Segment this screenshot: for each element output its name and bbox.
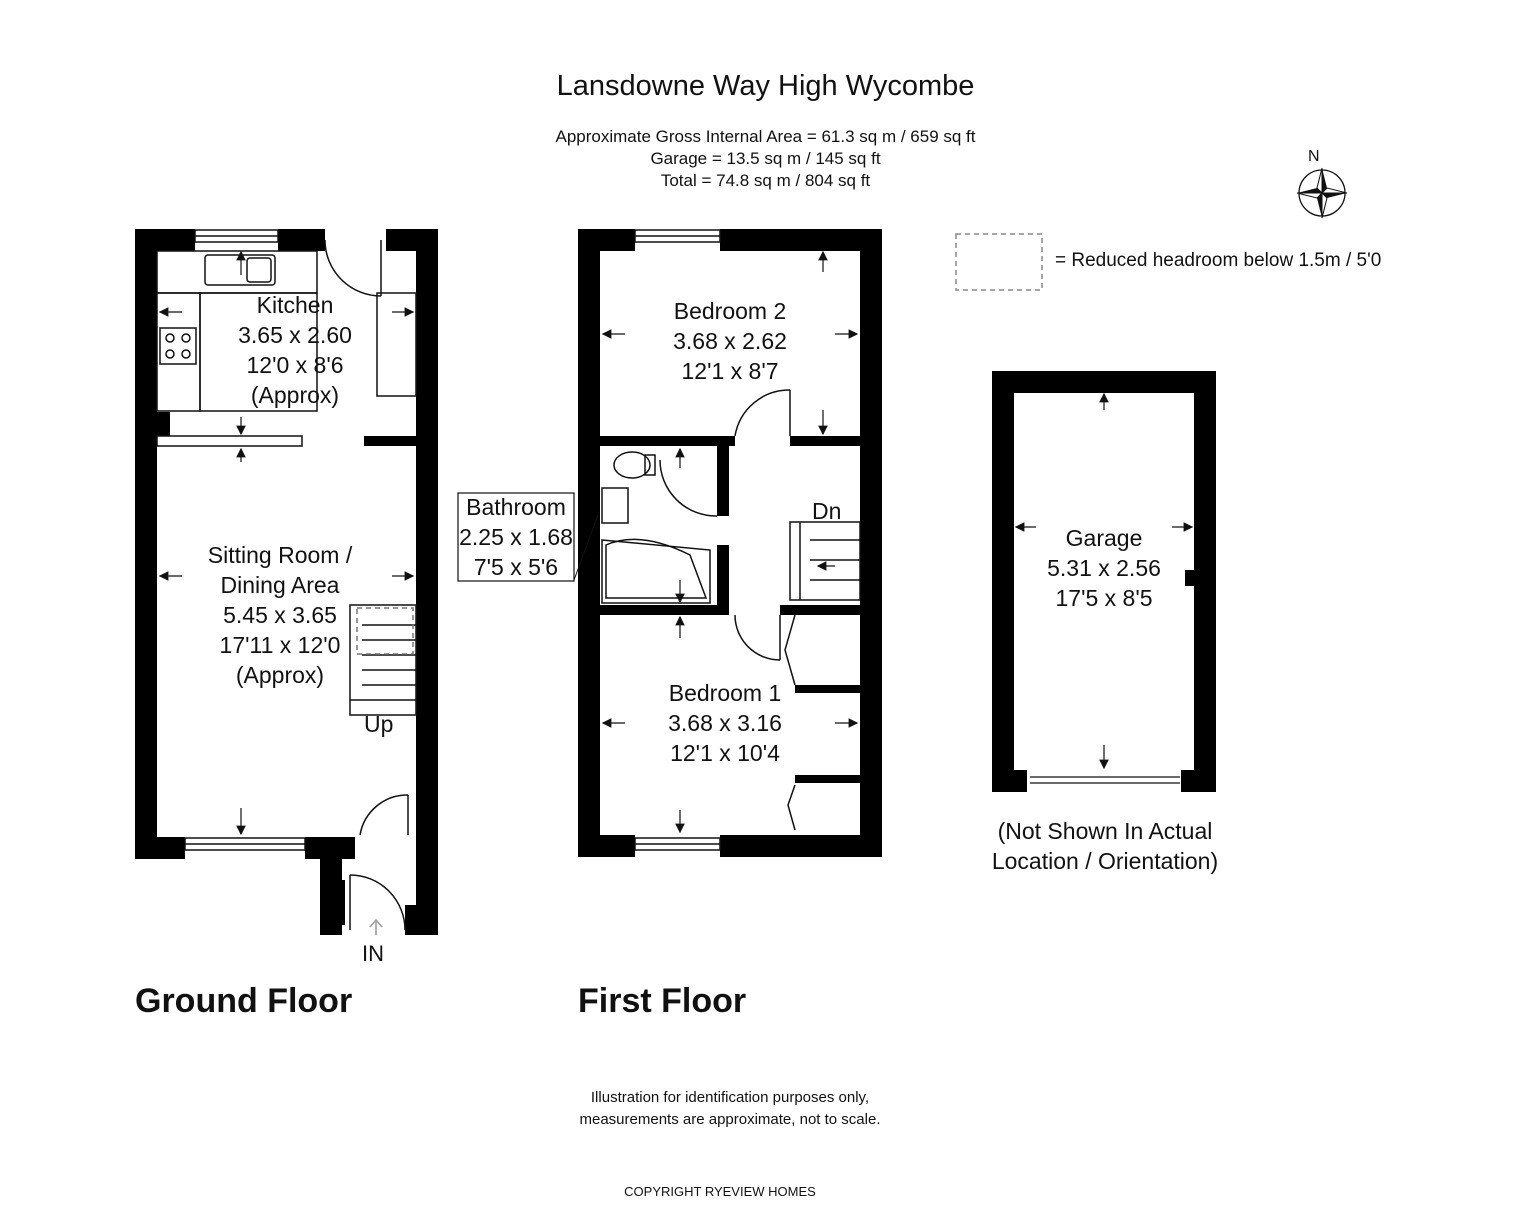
sitting-metric: 5.45 x 3.65 bbox=[223, 602, 337, 628]
entrance-label: IN bbox=[362, 941, 384, 966]
disclaimer-line-2: measurements are approximate, not to sca… bbox=[579, 1111, 881, 1128]
garage-area-line: Garage = 13.5 sq m / 145 sq ft bbox=[650, 149, 881, 168]
kitchen-metric: 3.65 x 2.60 bbox=[238, 322, 352, 348]
sitting-room-label: Sitting Room / Dining Area 5.45 x 3.65 1… bbox=[160, 540, 400, 690]
ground-floor-title: Ground Floor bbox=[135, 982, 353, 1020]
garage-note: (Not Shown In Actual Location / Orientat… bbox=[960, 816, 1250, 876]
bedroom1-label: Bedroom 1 3.68 x 3.16 12'1 x 10'4 bbox=[610, 678, 840, 768]
sitting-name-1: Sitting Room / bbox=[207, 542, 353, 568]
stairs-down-label: Dn bbox=[812, 498, 842, 524]
sitting-name-2: Dining Area bbox=[220, 572, 340, 598]
bathroom-name: Bathroom bbox=[466, 494, 566, 520]
kitchen-imperial: 12'0 x 8'6 bbox=[246, 352, 344, 378]
disclaimer-line-1: Illustration for identification purposes… bbox=[590, 1089, 870, 1106]
bedroom1-metric: 3.68 x 3.16 bbox=[668, 710, 782, 736]
garage-name: Garage bbox=[1065, 525, 1143, 551]
garage-note-line-2: Location / Orientation) bbox=[991, 848, 1219, 874]
bathroom-label-box bbox=[457, 492, 575, 582]
copyright: COPYRIGHT RYEVIEW HOMES bbox=[624, 1184, 816, 1199]
bathroom-label: Bathroom 2.25 x 1.68 7'5 x 5'6 bbox=[452, 492, 580, 582]
bedroom2-label: Bedroom 2 3.68 x 2.62 12'1 x 8'7 bbox=[620, 296, 840, 386]
bedroom1-imperial: 12'1 x 10'4 bbox=[670, 740, 780, 766]
kitchen-approx: (Approx) bbox=[250, 382, 340, 408]
bedroom1-name: Bedroom 1 bbox=[668, 680, 782, 706]
bathroom-metric: 2.25 x 1.68 bbox=[459, 524, 573, 550]
disclaimer: Illustration for identification purposes… bbox=[480, 1087, 980, 1131]
kitchen-name: Kitchen bbox=[256, 292, 334, 318]
sitting-imperial: 17'11 x 12'0 bbox=[219, 632, 341, 658]
gross-area-line: Approximate Gross Internal Area = 61.3 s… bbox=[555, 127, 976, 146]
compass-north-label: N bbox=[1308, 148, 1320, 165]
bedroom2-metric: 3.68 x 2.62 bbox=[673, 328, 787, 354]
garage-note-line-1: (Not Shown In Actual bbox=[997, 818, 1213, 844]
garage-metric: 5.31 x 2.56 bbox=[1047, 555, 1161, 581]
reduced-headroom-legend-box bbox=[955, 233, 1043, 291]
compass-icon bbox=[1296, 167, 1348, 219]
first-floor-title: First Floor bbox=[578, 982, 747, 1020]
area-summary: Approximate Gross Internal Area = 61.3 s… bbox=[0, 126, 1531, 192]
legend-text: = Reduced headroom below 1.5m / 5'0 bbox=[1055, 250, 1382, 271]
bathroom-imperial: 7'5 x 5'6 bbox=[473, 554, 559, 580]
total-area-line: Total = 74.8 sq m / 804 sq ft bbox=[660, 171, 871, 190]
bedroom2-imperial: 12'1 x 8'7 bbox=[681, 358, 779, 384]
garage-plan bbox=[992, 371, 1216, 792]
first-floor-plan bbox=[578, 229, 882, 857]
stairs-up-label: Up bbox=[364, 711, 394, 737]
bedroom2-name: Bedroom 2 bbox=[673, 298, 787, 324]
ground-floor-plan bbox=[135, 229, 438, 935]
kitchen-label: Kitchen 3.65 x 2.60 12'0 x 8'6 (Approx) bbox=[180, 290, 410, 410]
sitting-approx: (Approx) bbox=[235, 662, 325, 688]
plan-title: Lansdowne Way High Wycombe bbox=[556, 70, 975, 102]
garage-imperial: 17'5 x 8'5 bbox=[1055, 585, 1153, 611]
garage-label: Garage 5.31 x 2.56 17'5 x 8'5 bbox=[1014, 523, 1194, 613]
